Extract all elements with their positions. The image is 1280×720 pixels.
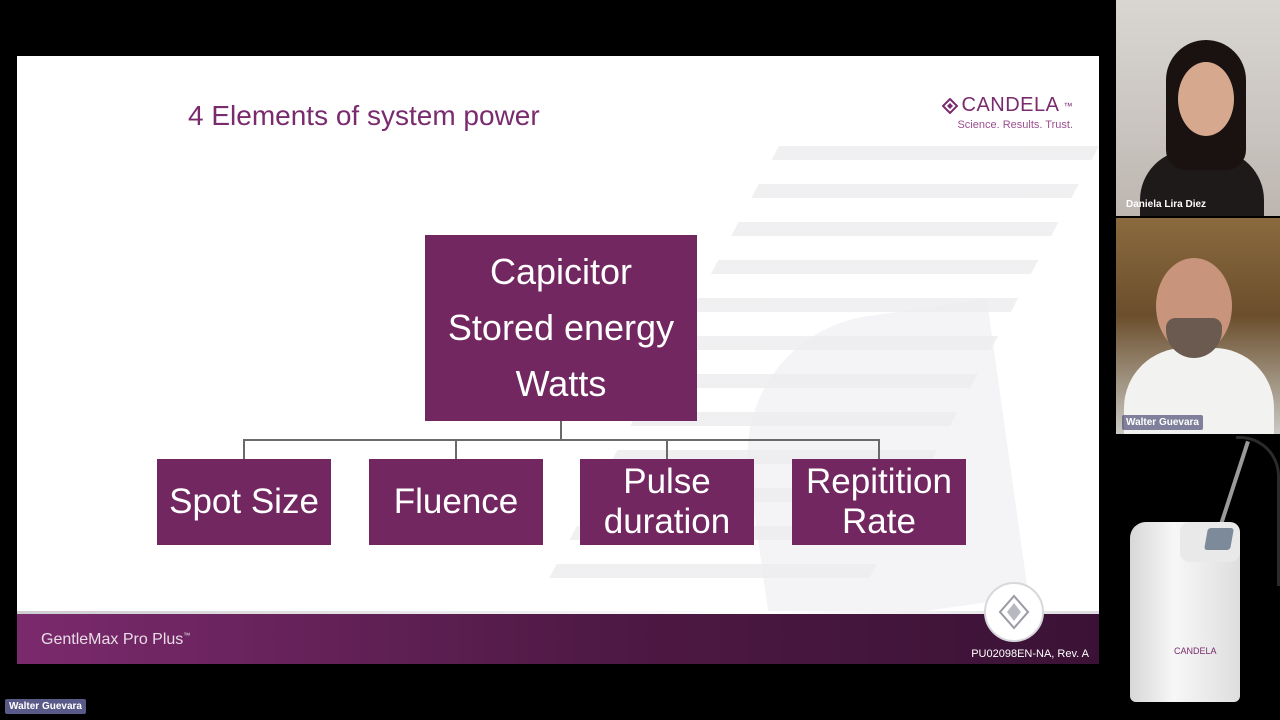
connector-drop-1: [243, 439, 245, 459]
footer-divider: [17, 611, 1099, 614]
connector-vertical-main: [560, 421, 562, 440]
participant-name: Walter Guevara: [1122, 415, 1203, 430]
video-tile-participant-2[interactable]: Walter Guevara: [1116, 218, 1280, 434]
product-name-text: GentleMax Pro Plus: [41, 631, 184, 648]
box-line: Spot Size: [169, 482, 319, 521]
slide-title: 4 Elements of system power: [188, 100, 540, 131]
box-pulse-duration: Pulse duration: [580, 459, 754, 545]
connector-drop-4: [878, 439, 880, 459]
device-logo: CANDELA: [1174, 646, 1217, 656]
box-line: Stored energy: [447, 307, 675, 348]
box-line: Repitition: [806, 462, 952, 501]
product-name: GentleMax Pro Plus™: [41, 631, 190, 649]
device-product-image: CANDELA: [1116, 436, 1280, 720]
box-fluence: Fluence: [369, 459, 543, 545]
connector-horizontal: [243, 439, 880, 441]
participant-name: Daniela Lira Diez: [1126, 199, 1207, 210]
top-box-capacitor: Capicitor Stored energy Watts: [425, 235, 697, 421]
participant-face: [1178, 62, 1234, 136]
box-line: Pulse: [623, 462, 711, 501]
brand-trademark: ™: [1063, 100, 1073, 111]
document-reference: PU02098EN-NA, Rev. A: [971, 648, 1089, 660]
box-line: duration: [603, 502, 731, 541]
candela-seal-icon: [984, 582, 1044, 642]
box-repetition-rate: Repitition Rate: [792, 459, 966, 545]
connector-drop-2: [455, 439, 457, 459]
box-line: Rate: [842, 502, 916, 541]
connector-drop-3: [666, 439, 668, 459]
box-spot-size: Spot Size: [157, 459, 331, 545]
box-line: Fluence: [393, 482, 519, 521]
brand-tagline: Science. Results. Trust.: [957, 119, 1073, 131]
box-line: Watts: [515, 363, 607, 404]
device-screen: [1204, 528, 1234, 550]
brand-name: CANDELA: [961, 94, 1060, 116]
video-tile-participant-1[interactable]: Daniela Lira Diez: [1116, 0, 1280, 216]
product-trademark: ™: [183, 632, 191, 640]
candela-diamond-icon: [941, 97, 958, 114]
device-cable: [1236, 436, 1280, 586]
box-line: Capicitor: [489, 251, 633, 292]
active-speaker-label: Walter Guevara: [5, 699, 86, 714]
slide-footer: GentleMax Pro Plus™ PU02098EN-NA, Rev. A: [17, 614, 1099, 664]
